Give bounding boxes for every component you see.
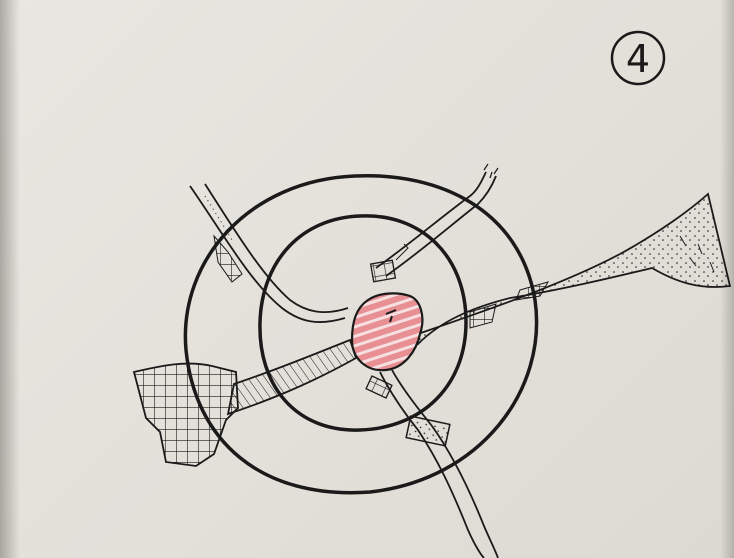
outer-ring	[183, 173, 539, 495]
page-number-circle	[610, 30, 666, 86]
page-number-label: 4	[626, 37, 650, 81]
paper-shadow-left	[0, 0, 20, 558]
road-upper-left	[189, 183, 349, 323]
road-upper-right	[369, 163, 499, 283]
road-bottom	[365, 369, 499, 558]
core-zone	[350, 292, 424, 372]
road-right-wedge	[410, 192, 732, 346]
road-lower-left-wedge	[132, 338, 358, 467]
inner-ring	[258, 214, 468, 432]
page-number-badge: 4	[610, 30, 666, 86]
